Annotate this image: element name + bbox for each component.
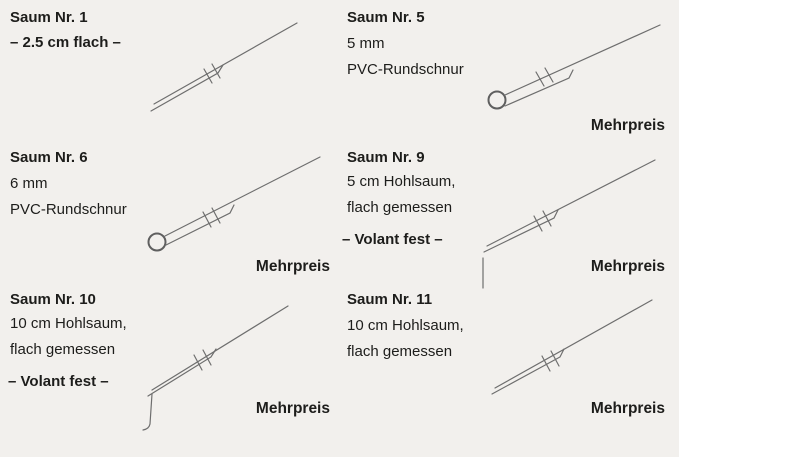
seam-drawing-flat-saum-1 [150,22,298,112]
seam-drawing-cord-saum-5 [487,24,661,110]
panel-title-saum-1: Saum Nr. 1 [10,9,88,26]
panel-title-saum-11: Saum Nr. 11 [347,291,433,308]
surcharge-label-saum-11: Mehrpreis [590,400,665,417]
panel-title-saum-6: Saum Nr. 6 [10,149,88,166]
panel-title-saum-5: Saum Nr. 5 [347,9,425,26]
panel-spec-saum-1: – 2.5 cm flach – [10,34,121,51]
seam-drawing-hohlsaum-saum-10 [142,305,289,431]
surcharge-label-saum-9: Mehrpreis [590,258,665,275]
seam-drawing-hohlsaum-saum-11 [491,299,653,395]
panel-spec-saum-10-line1: 10 cm Hohlsaum, [10,315,127,332]
volant-note-saum-9: – Volant fest – [342,231,443,248]
sheet-background [0,0,679,457]
panel-spec-saum-9-line1: 5 cm Hohlsaum, [347,173,456,190]
panel-spec-saum-11-line2: flach gemessen [347,343,453,360]
panel-spec-saum-10-line2: flach gemessen [10,341,116,358]
seam-drawing-cord-saum-6 [147,156,321,252]
panel-spec-saum-5-line1: 5 mm [347,35,385,52]
surcharge-label-saum-6: Mehrpreis [255,258,330,275]
seam-drawing-hohlsaum-saum-9 [482,159,656,289]
panel-spec-saum-9-line2: flach gemessen [347,199,453,216]
panel-title-saum-10: Saum Nr. 10 [10,291,96,308]
panel-spec-saum-11-line1: 10 cm Hohlsaum, [347,317,464,334]
panel-spec-saum-5-line2: PVC-Rundschnur [347,61,464,78]
panel-spec-saum-6-line1: 6 mm [10,175,48,192]
surcharge-label-saum-5: Mehrpreis [590,117,665,134]
volant-note-saum-10: – Volant fest – [8,373,109,390]
surcharge-label-saum-10: Mehrpreis [255,400,330,417]
panel-title-saum-9: Saum Nr. 9 [347,149,425,166]
panel-spec-saum-6-line2: PVC-Rundschnur [10,201,127,218]
